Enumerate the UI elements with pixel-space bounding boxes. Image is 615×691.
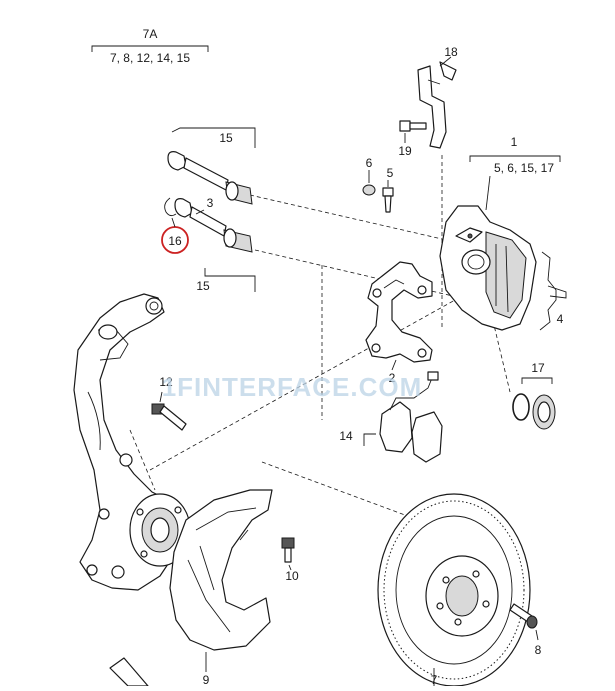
label-1: 1 [511,135,518,149]
part-1-caliper [439,205,537,331]
pin-cap-upper [167,151,187,171]
guide-pins-group: 15 3 16 15 [161,127,256,293]
brake-pad-outer [411,411,443,463]
caliper-piston-bore [461,249,491,275]
label-7: 7 [431,673,438,686]
part-8-screw: 8 [509,603,542,657]
part-9-splash-shield: 9 [169,489,273,687]
label-19: 19 [398,144,412,158]
label-9: 9 [203,673,210,686]
part-10-bolt: 10 [281,537,299,583]
label-15-top: 15 [219,131,233,145]
part-14-pads: 14 [339,371,443,463]
label-8: 8 [535,643,542,657]
part-5-bleeder: 5 [382,166,394,213]
label-6: 6 [366,156,373,170]
callout-7A: 7A 7, 8, 12, 14, 15 [91,27,209,65]
label-7A: 7A [143,27,158,41]
partial-tool-bottom-left [109,657,149,687]
part-18-bracket: 18 [417,45,458,149]
label-10: 10 [285,569,299,583]
label-4: 4 [557,312,564,326]
part-12-bolt: 12 [151,375,187,431]
brake-pad-inner [379,401,413,453]
part-7-brake-disc: 7 [377,493,531,687]
label-15-bottom: 15 [196,279,210,293]
label-16: 16 [168,234,182,248]
label-12: 12 [159,375,173,389]
part-19-bolt: 19 [398,120,427,158]
pin-cap-lower [174,198,193,218]
label-7A-contents: 7, 8, 12, 14, 15 [110,51,190,65]
part-4-spring: 4 [539,251,567,331]
label-14: 14 [339,429,353,443]
label-18: 18 [444,45,458,59]
label-17: 17 [531,361,545,375]
label-1-contents: 5, 6, 15, 17 [494,161,554,175]
watermark-text: 1FINTERFACE.COM [162,372,423,402]
label-5: 5 [387,166,394,180]
callout-1: 1 5, 6, 15, 17 [469,135,561,211]
knuckle-upper-mount [145,297,163,315]
part-2-carrier: 2 [365,261,433,385]
part-17-seals: 17 [512,361,556,430]
o-ring [512,393,530,421]
label-2: 2 [389,371,396,385]
label-3: 3 [207,196,214,210]
part-6-cap: 6 [362,156,376,196]
